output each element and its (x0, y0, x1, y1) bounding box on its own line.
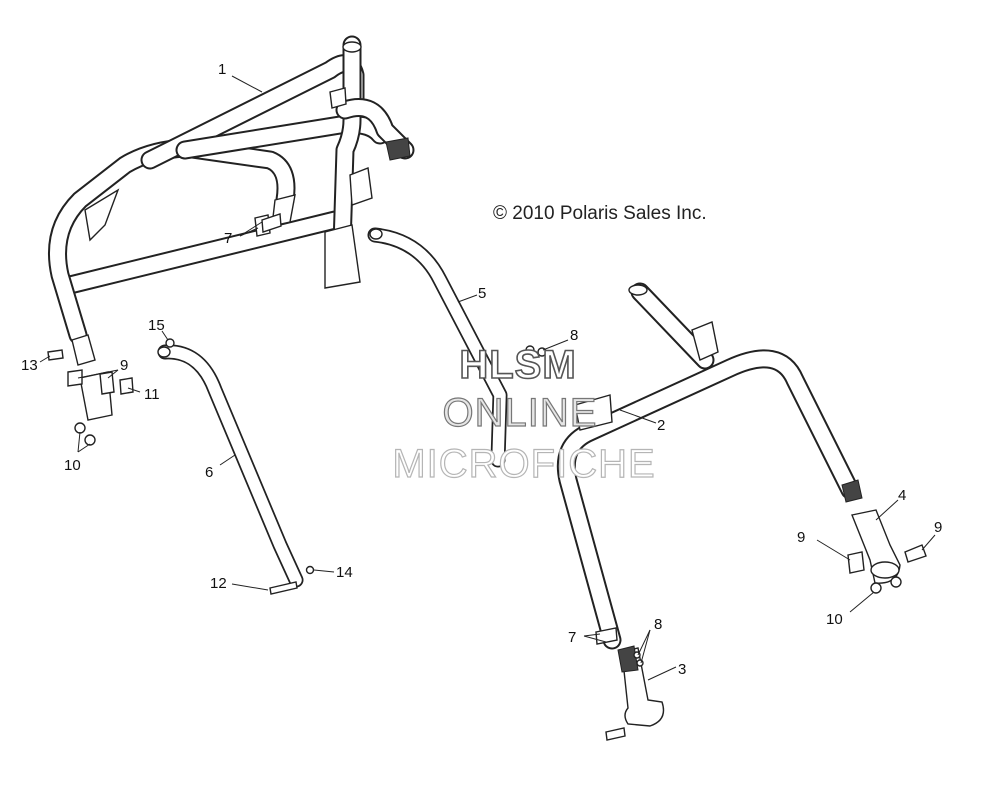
part-1-rear-cage (48, 35, 415, 366)
callouts: 1 2 3 4 5 6 7 7 8 8 9 9 9 10 10 11 12 13… (21, 61, 942, 678)
callout-13: 13 (21, 357, 38, 374)
callout-14: 14 (336, 564, 353, 581)
callout-10-left: 10 (64, 457, 81, 474)
callout-15: 15 (148, 317, 165, 334)
callout-9-left: 9 (120, 357, 128, 374)
callout-5: 5 (478, 285, 486, 302)
callout-6: 6 (205, 464, 213, 481)
leader-lines (39, 75, 936, 681)
callout-2: 2 (657, 417, 665, 434)
callout-9-right-a: 9 (797, 529, 805, 546)
callout-10-right: 10 (826, 611, 843, 628)
callout-12: 12 (210, 575, 227, 592)
hardware (47, 213, 902, 645)
callout-4: 4 (898, 487, 906, 504)
copyright-notice: © 2010 Polaris Sales Inc. (493, 203, 707, 224)
callout-9-right-b: 9 (934, 519, 942, 536)
callout-3: 3 (678, 661, 686, 678)
part-4-foot-mount (847, 509, 927, 584)
callout-1: 1 (218, 61, 226, 78)
watermark-line-1: HLSM (459, 343, 576, 387)
watermark-line-2: ONLINE (443, 391, 598, 435)
callout-8-upper: 8 (570, 327, 578, 344)
part-6-brace (157, 344, 304, 588)
callout-7-upper: 7 (224, 230, 232, 247)
part-3-foot-mount (605, 645, 665, 741)
watermark: HLSM ONLINE MICROFICHE (392, 342, 656, 486)
callout-11: 11 (144, 386, 160, 403)
callout-8-lower: 8 (654, 616, 662, 633)
part-2-front-hoop (556, 282, 863, 650)
part-5-brace (367, 227, 508, 468)
callout-7-lower: 7 (568, 629, 576, 646)
watermark-line-3: MICROFICHE (392, 442, 655, 486)
